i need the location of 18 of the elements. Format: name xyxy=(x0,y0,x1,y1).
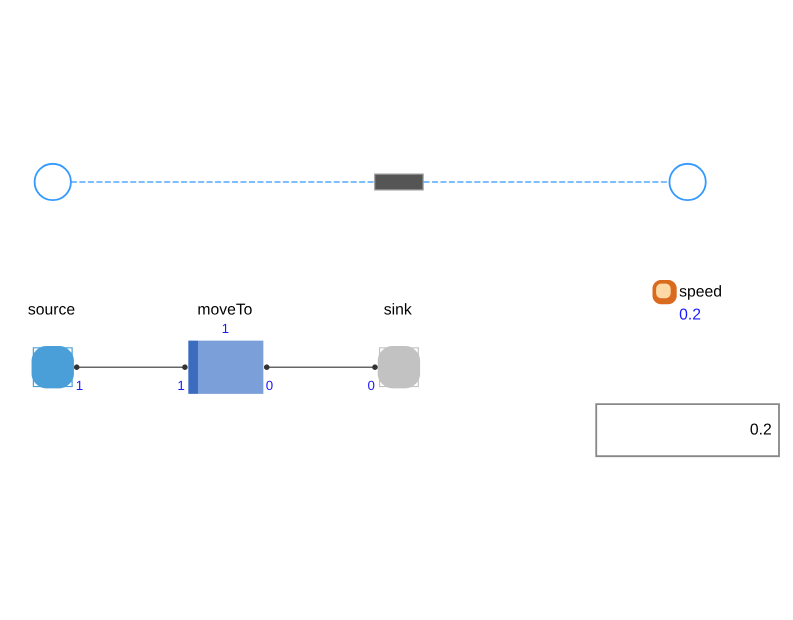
node-label: 0 xyxy=(367,378,375,393)
node-label: 1 xyxy=(76,378,84,393)
connector xyxy=(71,181,374,183)
node-circle xyxy=(34,162,72,202)
node-label: 1 xyxy=(222,321,229,336)
node-label: sink xyxy=(384,301,412,318)
node-label: 0.2 xyxy=(679,306,701,324)
node-label: 1 xyxy=(177,378,185,393)
connector xyxy=(264,364,378,370)
node-circle xyxy=(668,162,707,202)
node-label: speed xyxy=(679,283,722,300)
node-label: 0 xyxy=(266,378,274,393)
connector xyxy=(424,181,670,183)
node-label: moveTo xyxy=(197,301,252,318)
node-box xyxy=(374,174,424,190)
node-box: 0.2 xyxy=(595,403,780,458)
node-label: source xyxy=(28,301,76,318)
connector xyxy=(74,364,188,370)
